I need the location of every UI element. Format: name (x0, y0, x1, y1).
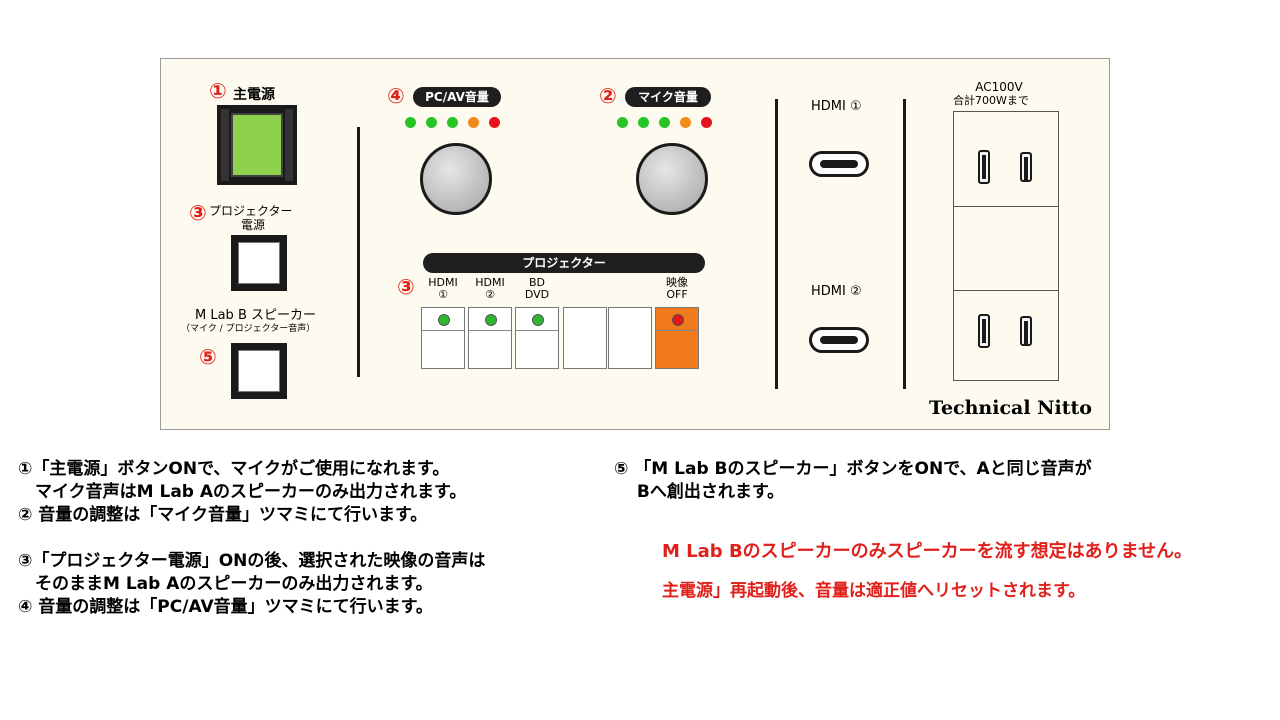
hdmi2-label: HDMI ② (811, 284, 862, 299)
pcav-volume-label: PC/AV音量 (413, 87, 501, 107)
mic-level-meter (617, 117, 727, 131)
label-number-4: ④ (387, 84, 405, 108)
main-power-button-face (231, 113, 283, 177)
hdmi2-port (809, 327, 869, 353)
label-number-2: ② (599, 84, 617, 108)
level-led (426, 117, 437, 128)
indicator-led (485, 314, 497, 326)
note-line: そのままM Lab Aのスピーカーのみ出力されます。 (18, 573, 433, 594)
projector-power-label-line2: 電源 (241, 218, 266, 232)
divider (775, 99, 778, 389)
outlet-label-line2: 合計700Wまで (953, 94, 1029, 107)
power-outlet (953, 111, 1059, 381)
projector-input-button[interactable] (421, 307, 465, 369)
control-panel: ① 主電源 ③ プロジェクター 電源 M Lab B スピーカー （マイク / … (160, 58, 1110, 430)
level-led (638, 117, 649, 128)
indicator-led (438, 314, 450, 326)
level-led (701, 117, 712, 128)
divider (357, 127, 360, 377)
outlet-label-line1: AC100V (975, 80, 1023, 94)
projector-title: プロジェクター (423, 253, 705, 273)
note-line: ⑤ 「M Lab Bのスピーカー」ボタンをONで、Aと同じ音声が (614, 459, 1092, 479)
label-number-1: ① (209, 79, 227, 103)
main-power-label: 主電源 (233, 87, 275, 103)
note-line: ② 音量の調整は「マイク音量」ツマミにて行います。 (18, 504, 428, 525)
note-line: ③「プロジェクター電源」ONの後、選択された映像の音声は (18, 550, 486, 571)
notes-right: ⑤ 「M Lab Bのスピーカー」ボタンをONで、Aと同じ音声が Bへ創出されま… (614, 458, 1092, 504)
level-led (447, 117, 458, 128)
projector-input-button[interactable] (563, 307, 607, 369)
note-line: ①「主電源」ボタンONで、マイクがご使用になれます。 (18, 459, 450, 479)
label-number-3: ③ (189, 201, 207, 225)
notes-left: ①「主電源」ボタンONで、マイクがご使用になれます。 マイク音声はM Lab A… (18, 458, 485, 619)
projector-input-button[interactable] (515, 307, 559, 369)
warning-line: 主電源」再起動後、音量は適正値へリセットされます。 (662, 581, 1086, 602)
warning-line: M Lab Bのスピーカーのみスピーカーを流す想定はありません。 (662, 541, 1193, 562)
brand-logo: Technical Nitto (929, 397, 1092, 419)
hdmi1-port (809, 151, 869, 177)
projector-input-button[interactable] (608, 307, 652, 369)
note-line: ④ 音量の調整は「PC/AV音量」ツマミにて行います。 (18, 596, 433, 617)
speaker-button[interactable] (231, 343, 287, 399)
speaker-label-line1: M Lab B スピーカー (195, 308, 316, 323)
outlet-socket-1 (978, 150, 990, 184)
divider (903, 99, 906, 389)
projector-power-button[interactable] (231, 235, 287, 291)
outlet-socket-1 (1020, 152, 1032, 182)
outlet-socket-2 (1020, 316, 1032, 346)
level-led (405, 117, 416, 128)
speaker-label-line2: （マイク / プロジェクター音声） (181, 324, 316, 334)
level-led (468, 117, 479, 128)
pcav-level-meter (405, 117, 515, 131)
note-line: マイク音声はM Lab Aのスピーカーのみ出力されます。 (18, 481, 467, 502)
mic-volume-label: マイク音量 (625, 87, 711, 107)
outlet-socket-2 (978, 314, 990, 348)
label-number-3b: ③ (397, 275, 415, 299)
projector-input-buttons (421, 307, 711, 373)
label-number-5: ⑤ (199, 345, 217, 369)
level-led (680, 117, 691, 128)
level-led (659, 117, 670, 128)
level-led (617, 117, 628, 128)
projector-power-label-line1: プロジェクター (209, 204, 293, 218)
level-led (489, 117, 500, 128)
indicator-led (532, 314, 544, 326)
mic-volume-knob[interactable] (636, 143, 708, 215)
warning-notes: M Lab Bのスピーカーのみスピーカーを流す想定はありません。 主電源」再起動… (662, 540, 1192, 603)
projector-input-button[interactable] (468, 307, 512, 369)
projector-input-button[interactable] (655, 307, 699, 369)
pcav-volume-knob[interactable] (420, 143, 492, 215)
hdmi1-label: HDMI ① (811, 99, 862, 114)
note-line: Bへ創出されます。 (614, 481, 785, 502)
indicator-led (672, 314, 684, 326)
main-power-button[interactable] (217, 105, 297, 185)
